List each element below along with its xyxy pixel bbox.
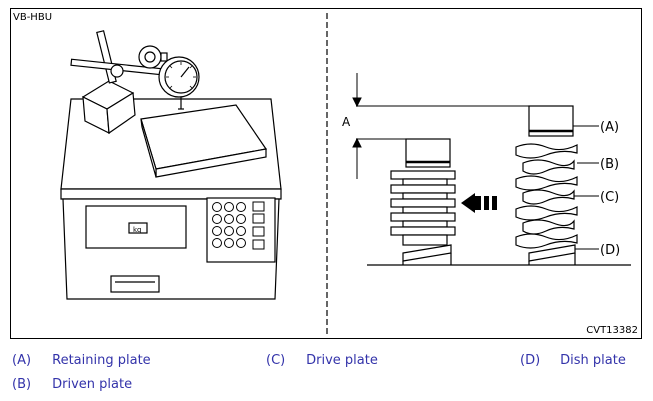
- driven-plate-4: [515, 233, 578, 249]
- legend-key: (C): [266, 353, 286, 368]
- drive-plate-2: [522, 189, 575, 205]
- legend-text: Drive plate: [306, 353, 378, 368]
- figure-id-label: VB-HBU: [13, 12, 53, 23]
- legend-key: (A): [12, 353, 32, 368]
- magnetic-base: [81, 80, 136, 135]
- legend-text: Dish plate: [560, 353, 626, 368]
- legend-text: Retaining plate: [52, 353, 151, 368]
- right-plate-stack: [515, 105, 578, 265]
- dial-gauge-needle: [180, 66, 190, 78]
- callout-b: (B): [600, 157, 619, 172]
- dial-ticks: [166, 62, 196, 89]
- callout-d: (D): [600, 243, 620, 258]
- figure-drawing: kg A (A) (B) (C) (D): [60, 13, 631, 336]
- callout-leaders: [573, 125, 599, 250]
- driven-plate-3: [515, 205, 578, 221]
- drive-plate-3: [522, 219, 575, 235]
- legend-key: (B): [12, 377, 32, 392]
- keypad-buttons: [212, 201, 265, 250]
- dial-gauge: [158, 52, 200, 110]
- legend-text: Driven plate: [52, 377, 133, 392]
- left-plate-stack: [390, 138, 456, 265]
- driven-plate-2: [515, 175, 578, 191]
- callout-a: (A): [600, 120, 619, 135]
- plate-on-scale: [140, 104, 268, 178]
- legend-item-a: (A) Retaining plate: [12, 353, 151, 368]
- dial-gauge-stem-top: [160, 52, 168, 62]
- legend: (A) Retaining plate (C) Drive plate (D) …: [0, 349, 653, 401]
- legend-item-d: (D) Dish plate: [520, 353, 626, 368]
- scale-slot: [110, 275, 160, 293]
- dimension-a-label: A: [342, 115, 351, 129]
- left-dish-plate: [402, 244, 452, 262]
- legend-item-c: (C) Drive plate: [266, 353, 378, 368]
- driven-plate-1: [515, 143, 578, 159]
- figure-code-label: CVT13382: [586, 325, 638, 336]
- scale-edge: [60, 188, 282, 200]
- drive-plate-1: [522, 159, 575, 175]
- scale-unit-text: kg: [133, 226, 142, 234]
- scale-display-unit-box: [128, 222, 148, 234]
- service-figure: kg A (A) (B) (C) (D) VB-HBU CVT13382: [10, 8, 642, 339]
- legend-key: (D): [520, 353, 541, 368]
- callout-c: (C): [600, 190, 619, 205]
- direction-arrow: [461, 193, 497, 213]
- legend-item-b: (B) Driven plate: [12, 377, 132, 392]
